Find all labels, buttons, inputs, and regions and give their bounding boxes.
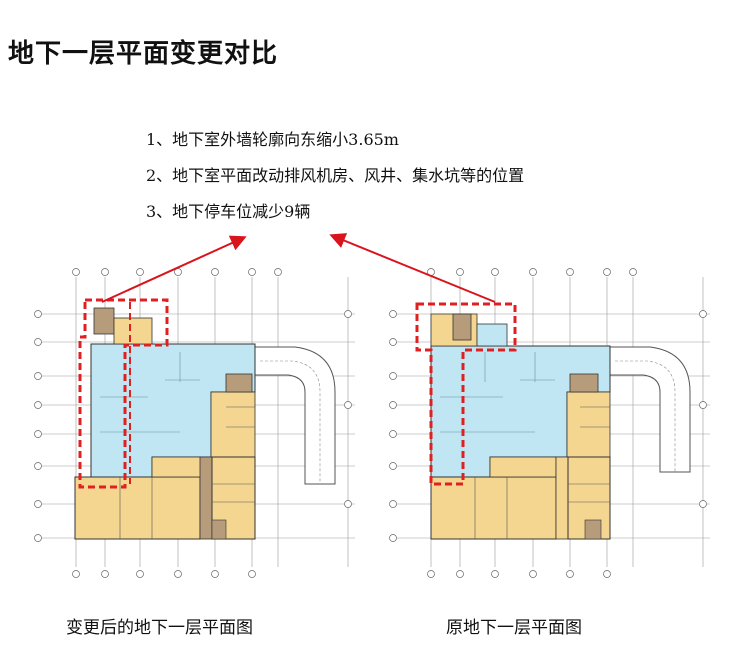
page-title: 地下一层平面变更对比 [8, 39, 279, 69]
note-item: 3、地下停车位减少9辆 [146, 202, 311, 221]
change-notes: 1、地下室外墙轮廓向东缩小3.65m 2、地下室平面改动排风机房、风井、集水坑等… [146, 130, 524, 238]
note-item: 1、地下室外墙轮廓向东缩小3.65m [146, 130, 399, 149]
floor-plan-changed [30, 262, 370, 582]
floor-plan-original-drawing [389, 268, 710, 578]
note-item: 2、地下室平面改动排风机房、风井、集水坑等的位置 [146, 166, 525, 185]
caption-changed-plan: 变更后的地下一层平面图 [66, 618, 253, 638]
floor-plan-original [385, 262, 725, 582]
floor-plan-changed-drawing [34, 268, 355, 578]
caption-original-plan: 原地下一层平面图 [446, 618, 582, 638]
